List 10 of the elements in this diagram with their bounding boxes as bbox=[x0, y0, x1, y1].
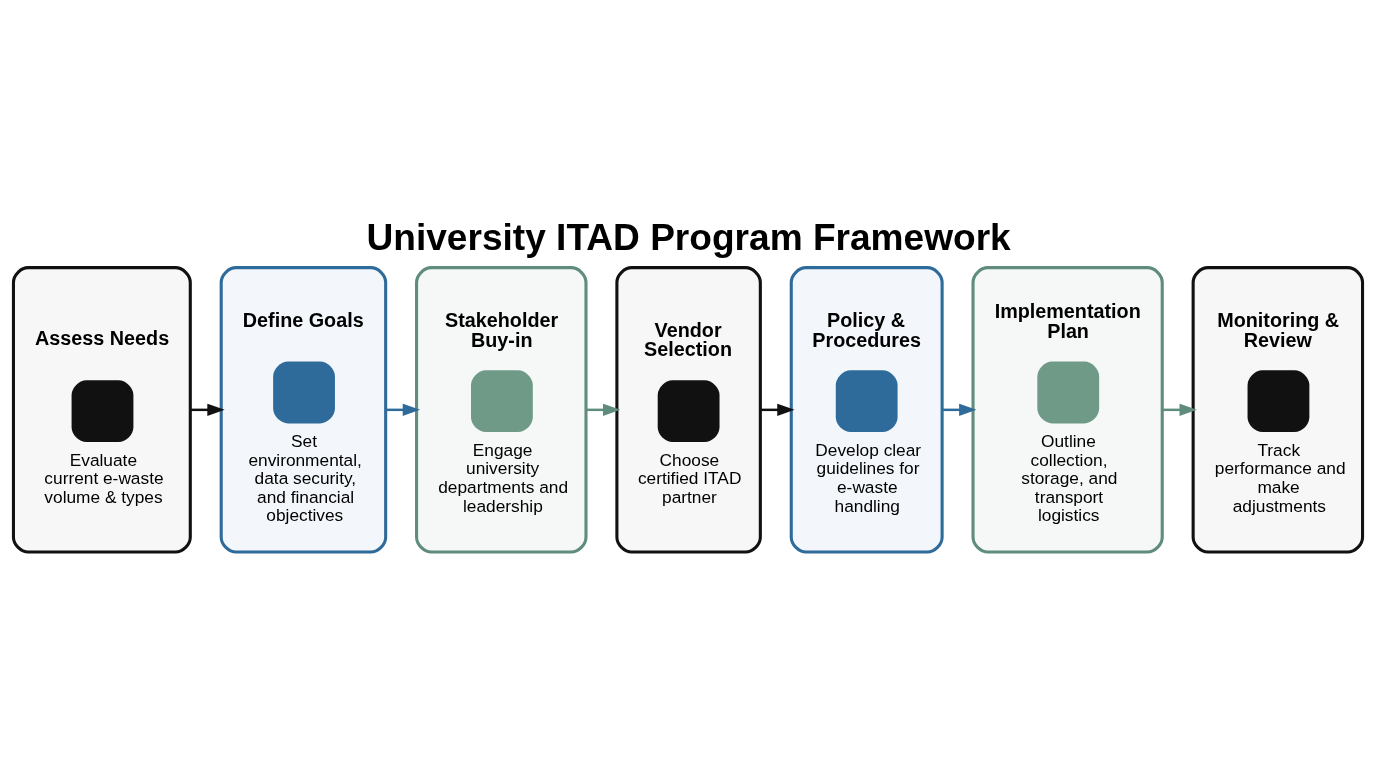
diagram-title: University ITAD Program Framework bbox=[366, 215, 1011, 258]
node-box: Stakeholder Buy-in Engage university departments and leadership bbox=[415, 265, 588, 554]
node-box: Monitoring & Review Track performance and make adjustments bbox=[1191, 265, 1365, 554]
node-box: Implementation Plan Outline collection, storage, and transport logistics bbox=[971, 265, 1164, 554]
node-box: Policy & Procedures Develop clear guidelines for e-waste handling bbox=[789, 265, 944, 554]
node-box: Vendor Selection Choose certified ITAD partner bbox=[615, 265, 762, 554]
node-box: Define Goals Set environmental, data security, and financial objectives bbox=[219, 265, 388, 554]
arrow bbox=[1162, 403, 1197, 416]
node-box: Assess Needs Evaluate current e-waste volume & types bbox=[11, 265, 192, 554]
arrow bbox=[385, 403, 421, 416]
